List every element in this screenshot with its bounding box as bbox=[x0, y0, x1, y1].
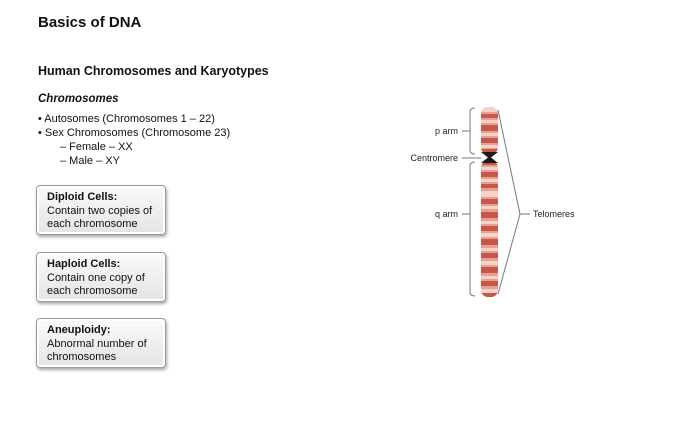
centromere-label: Centromere bbox=[410, 153, 458, 163]
chromosome-band bbox=[481, 289, 498, 293]
list-item-sex-chromosomes: • Sex Chromosomes (Chromosome 23) bbox=[38, 127, 231, 139]
chromosome-band bbox=[481, 261, 498, 265]
chromosome-band bbox=[481, 248, 498, 251]
p-arm-bracket bbox=[469, 107, 476, 155]
chromosome-band bbox=[481, 133, 498, 136]
chromosome-band bbox=[481, 233, 498, 237]
chromosome-list: • Autosomes (Chromosomes 1 – 22) • Sex C… bbox=[38, 112, 230, 168]
haploid-cells-body: Contain one copy of each chromosome bbox=[47, 271, 145, 298]
chromosome-band bbox=[481, 179, 498, 182]
chromosome-band bbox=[481, 125, 498, 131]
diploid-cells-body: Contain two copies of each chromosome bbox=[47, 204, 153, 231]
list-item-male: – Male – XY bbox=[60, 155, 120, 167]
chromosome-band bbox=[481, 276, 498, 279]
chromosome-band bbox=[481, 253, 498, 258]
chromosome-band bbox=[481, 145, 498, 148]
aneuploidy-body: Abnormal number of chromosomes bbox=[47, 337, 147, 364]
p-arm-label: p arm bbox=[435, 126, 458, 136]
list-item-autosomes: • Autosomes (Chromosomes 1 – 22) bbox=[38, 113, 215, 125]
telomere-top-pointer bbox=[497, 109, 521, 215]
page-subtitle: Human Chromosomes and Karyotypes bbox=[38, 64, 269, 78]
chromosome-band bbox=[481, 293, 498, 297]
chromosome-band bbox=[481, 149, 498, 154]
haploid-cells-title: Haploid Cells: bbox=[47, 258, 121, 270]
telomeres-label: Telomeres bbox=[533, 209, 575, 219]
p-arm-bands bbox=[481, 107, 498, 154]
q-arm-bands bbox=[481, 161, 498, 297]
chromosome-band bbox=[481, 191, 498, 197]
page-title: Basics of DNA bbox=[38, 14, 142, 31]
list-item-female: – Female – XX bbox=[60, 141, 133, 153]
haploid-cells-card: Haploid Cells: Contain one copy of each … bbox=[36, 252, 166, 302]
telomere-bottom-pointer bbox=[497, 213, 521, 295]
chromosome-band bbox=[481, 212, 498, 218]
diploid-cells-card: Diploid Cells: Contain two copies of eac… bbox=[36, 185, 166, 235]
chromosome-band bbox=[481, 267, 498, 273]
section-heading-chromosomes: Chromosomes bbox=[38, 93, 119, 105]
chromosome-band bbox=[481, 167, 498, 170]
chromosome-band bbox=[481, 239, 498, 245]
q-arm-bracket bbox=[469, 161, 476, 297]
q-arm-label: q arm bbox=[435, 209, 458, 219]
centromere-shape bbox=[481, 152, 498, 163]
aneuploidy-title: Aneuploidy: bbox=[47, 324, 111, 336]
chromosome-band bbox=[481, 206, 498, 209]
chromosome-band bbox=[481, 114, 498, 118]
chromosome-band bbox=[481, 120, 498, 123]
chromosome-band bbox=[481, 107, 498, 112]
chromosome-band bbox=[481, 226, 498, 231]
diploid-cells-title: Diploid Cells: bbox=[47, 191, 118, 203]
chromosome-band bbox=[481, 221, 498, 224]
chromosome-band bbox=[481, 138, 498, 143]
chromosome-band bbox=[481, 184, 498, 188]
chromosome-band bbox=[481, 281, 498, 286]
chromosome-band bbox=[481, 172, 498, 177]
chromosome-band bbox=[481, 199, 498, 204]
aneuploidy-card: Aneuploidy: Abnormal number of chromosom… bbox=[36, 318, 166, 368]
